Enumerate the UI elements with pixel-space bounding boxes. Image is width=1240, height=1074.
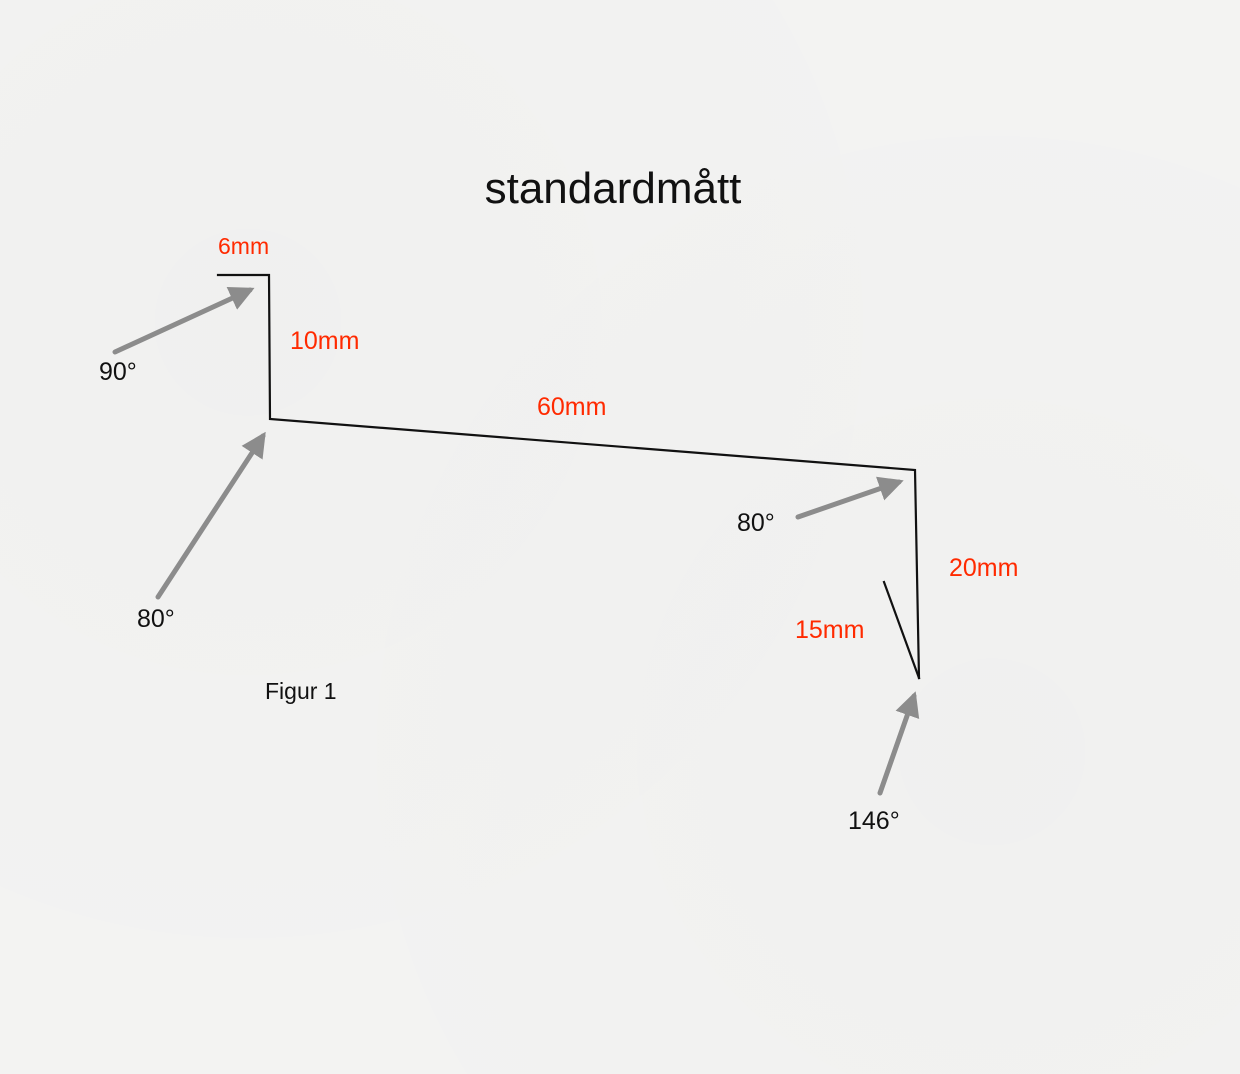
arrow-bottom-right [877, 691, 920, 796]
figure-caption: Figur 1 [265, 678, 337, 704]
metal-profile [216, 273, 921, 680]
angle-top-right: 80° [737, 509, 775, 537]
diagram-title: standardmått [484, 164, 742, 213]
arrow-top-right [795, 476, 904, 520]
angle-bottom-right: 146° [848, 807, 900, 835]
profile-main-outline [216, 273, 921, 680]
angle-bottom-left: 80° [137, 605, 175, 633]
dimension-right-leg: 20mm [949, 554, 1019, 582]
arrow-top-left [112, 286, 255, 355]
dimension-top-flange: 6mm [218, 233, 270, 259]
angle-arrows [112, 286, 920, 796]
dimension-main-span: 60mm [537, 393, 607, 421]
dimension-left-leg: 10mm [290, 327, 360, 355]
arrow-bottom-left [155, 431, 266, 600]
angle-top-left: 90° [99, 358, 137, 386]
profile-hem-line [882, 580, 921, 680]
dimension-hem: 15mm [795, 616, 865, 644]
